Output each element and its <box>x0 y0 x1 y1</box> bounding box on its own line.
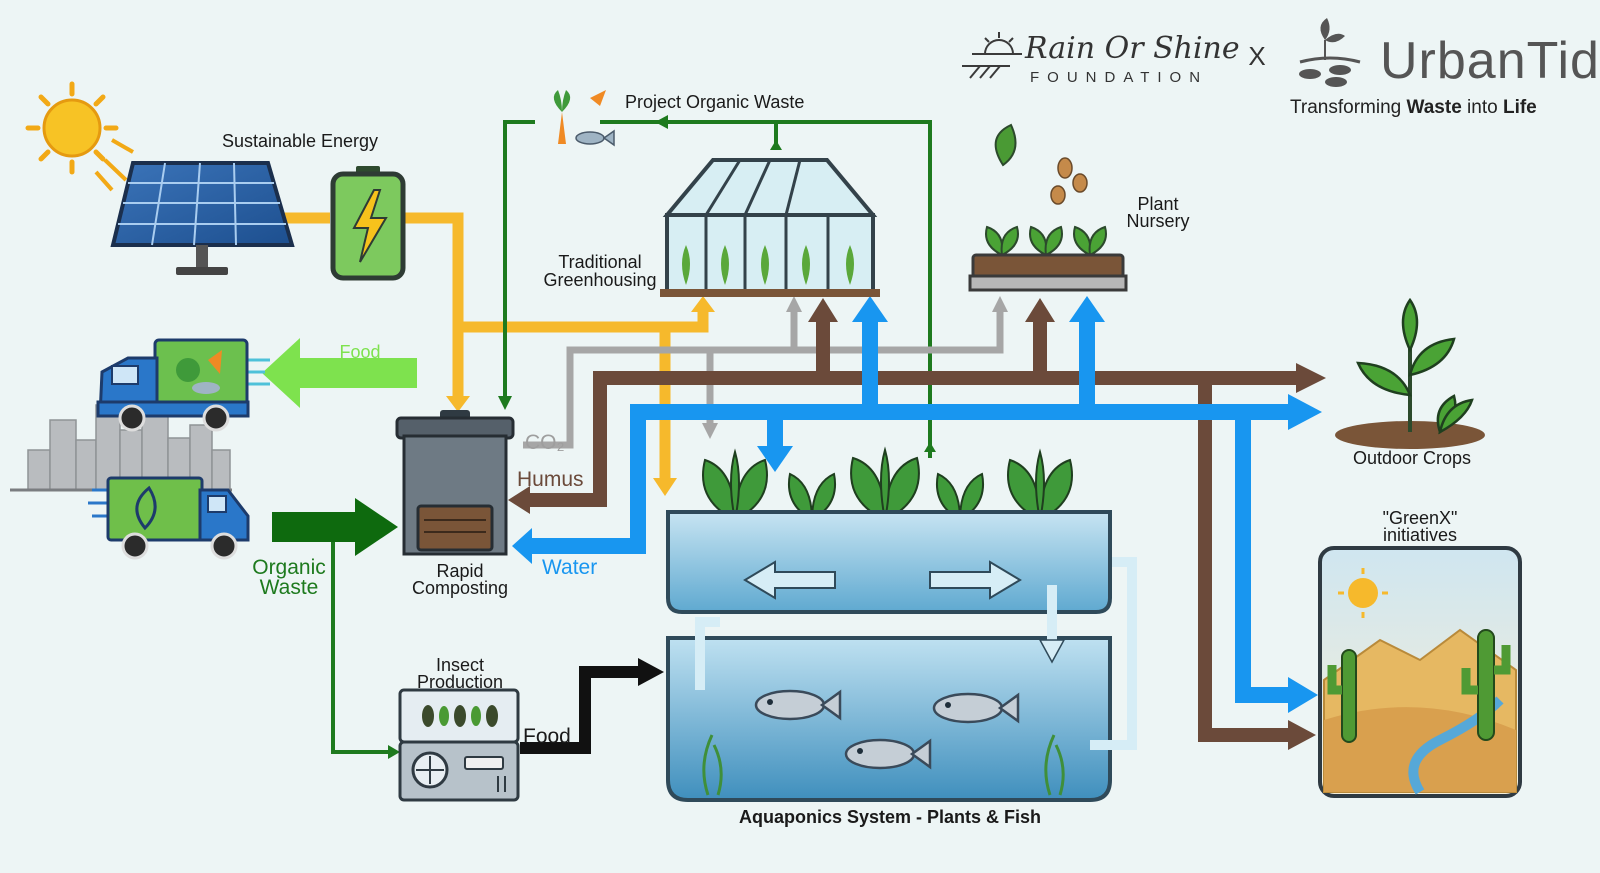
insect-food-arrow <box>520 658 664 754</box>
aquaponics-plants-icon <box>702 446 1073 522</box>
vegetables-fish-icon <box>553 90 615 147</box>
urbantide-tagline: Transforming Waste into Life <box>1290 97 1537 118</box>
urbantide-logo-icon <box>1299 18 1361 87</box>
humus-label: Humus <box>517 468 584 491</box>
insect-food-label: Food <box>523 725 571 748</box>
aquaponics-system-label: Aquaponics System - Plants & Fish <box>739 807 1041 827</box>
aquaponics-grow-bed-icon <box>666 510 1112 614</box>
sun-icon <box>25 81 119 175</box>
sustainable-energy-label: Sustainable Energy <box>222 131 378 151</box>
organic-waste-truck-icon <box>88 476 250 560</box>
humus-arrowheads <box>508 298 1326 750</box>
greenhouse-icon <box>660 158 880 297</box>
battery-icon <box>330 166 406 281</box>
traditional-greenhousing-label-line2: Greenhousing <box>543 270 656 290</box>
plant-nursery-label-line2: Nursery <box>1126 211 1189 231</box>
water-arrowheads <box>512 296 1322 713</box>
organic-waste-input-arrow <box>272 498 400 759</box>
brand-separator: X <box>1248 41 1265 71</box>
insect-production-label-line2: Production <box>417 672 503 692</box>
rain-shine-logo-icon <box>962 32 1022 79</box>
partner-name: Rain Or Shine <box>1024 31 1240 66</box>
greenx-label-line2: initiatives <box>1383 525 1457 545</box>
rapid-composting-label-line1: Rapid <box>436 561 483 581</box>
solar-panel-icon <box>110 161 295 275</box>
insect-production-label-line1: Insect <box>436 655 484 675</box>
aquaponics-fish-tank-icon <box>666 557 1137 802</box>
water-flow-lines <box>530 320 1290 703</box>
organic-waste-label-line2: Waste <box>260 576 319 599</box>
plant-nursery-label-line1: Plant <box>1137 194 1178 214</box>
greenx-label-line1: "GreenX" <box>1383 508 1458 528</box>
urbantide-name: UrbanTide <box>1380 32 1600 90</box>
co2-label: CO₂ <box>525 431 565 454</box>
food-to-truck-arrow <box>262 338 417 408</box>
partner-subtitle: FOUNDATION <box>1030 69 1208 86</box>
insect-unit-icon <box>398 688 520 802</box>
outdoor-crops-label: Outdoor Crops <box>1353 448 1471 468</box>
plant-nursery-icon <box>968 123 1128 292</box>
outdoor-crops-icon <box>1335 297 1485 449</box>
greenx-desert-scene-icon <box>1318 546 1522 798</box>
sunray-arrows-icon <box>94 138 134 192</box>
organic-waste-arrowheads <box>498 115 936 452</box>
food-truck-icon <box>96 338 270 432</box>
energy-arrowheads <box>446 296 715 496</box>
food-to-truck-label: Food <box>339 342 380 362</box>
traditional-greenhousing-label-line1: Traditional <box>558 252 641 272</box>
co2-arrowheads <box>702 296 1008 439</box>
project-organic-waste-label: Project Organic Waste <box>625 92 804 112</box>
organic-waste-label-line1: Organic <box>252 556 326 579</box>
composter-icon <box>395 410 515 556</box>
water-label: Water <box>542 556 597 579</box>
rapid-composting-label-line2: Composting <box>412 578 508 598</box>
humus-flow-lines <box>528 320 1298 742</box>
